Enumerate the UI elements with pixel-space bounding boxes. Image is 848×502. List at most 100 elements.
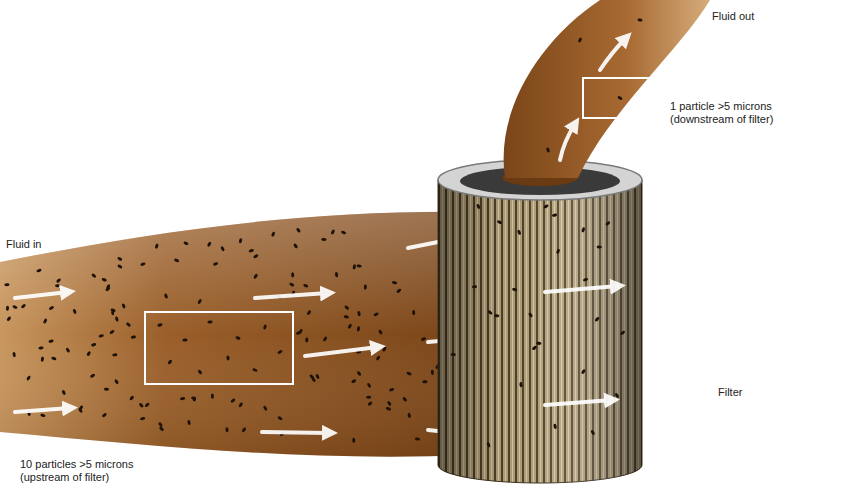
particle [180,397,186,401]
particle [343,315,349,319]
particle [306,310,311,316]
particle [125,322,131,328]
particle [364,284,367,289]
particle [605,221,611,227]
particle [543,204,549,209]
particle [296,331,302,335]
particle [451,353,456,356]
particle [422,380,427,383]
particle [581,227,585,233]
particle [263,405,268,411]
particle [277,349,283,354]
particle [351,379,357,384]
particle [289,282,295,287]
particle [378,329,383,335]
particle [392,281,398,285]
particle [546,147,551,153]
particle [131,335,137,339]
particle [109,329,115,334]
particle [335,272,339,278]
particle [519,382,522,387]
particle [382,346,387,352]
particle [144,402,150,408]
particle [305,337,308,342]
particle [357,326,361,332]
particle [43,318,48,324]
particle [253,254,259,259]
particle [277,415,283,420]
particle [157,323,163,327]
particle [91,343,97,347]
particle [98,334,104,338]
particle [577,37,582,43]
particle [6,306,9,311]
particle [352,438,355,443]
particle [528,312,533,318]
particle [387,400,392,406]
particle [72,308,77,314]
particle [114,379,119,385]
particle [117,256,123,261]
particle [104,388,109,391]
particle [367,382,372,388]
particle [26,375,31,381]
particle [238,402,243,408]
particle [225,427,229,432]
particle [197,369,203,375]
particle [253,273,258,279]
particle [406,371,412,376]
particle [552,213,558,217]
particle [352,264,356,270]
particle [164,293,169,299]
particle [311,377,317,383]
particle [220,246,225,252]
particle [241,427,246,433]
particle [373,312,379,317]
particle [140,262,146,267]
particle [497,220,503,225]
particle [321,238,326,241]
particle [594,316,600,322]
particle [12,305,18,310]
particle [86,351,91,357]
particle [65,347,70,353]
particle [375,355,380,361]
particle [366,396,371,399]
particle [330,229,335,235]
particle [211,393,214,398]
particle [78,407,84,413]
particle [111,310,114,315]
particle [154,243,159,249]
particle [581,369,586,375]
particle [207,320,213,324]
particle [140,417,146,421]
particle [293,243,299,249]
particle [213,262,219,267]
particle [620,330,626,335]
particle [512,288,518,292]
particle [322,336,327,342]
particle [583,277,589,281]
particle [20,303,26,309]
particle [48,305,54,310]
particle [6,316,12,322]
particle [597,245,602,248]
particle [91,273,97,279]
particle [121,303,126,309]
particle [182,338,188,342]
particle [101,278,107,282]
particle [531,345,537,351]
particle [271,231,276,237]
particle [421,337,427,342]
particle [252,368,258,373]
particle [192,396,196,402]
particle [129,395,135,401]
particle [158,422,163,428]
particle [367,401,373,407]
particle [407,413,411,419]
particle [230,398,236,403]
particle [396,288,402,294]
particle [12,352,16,358]
